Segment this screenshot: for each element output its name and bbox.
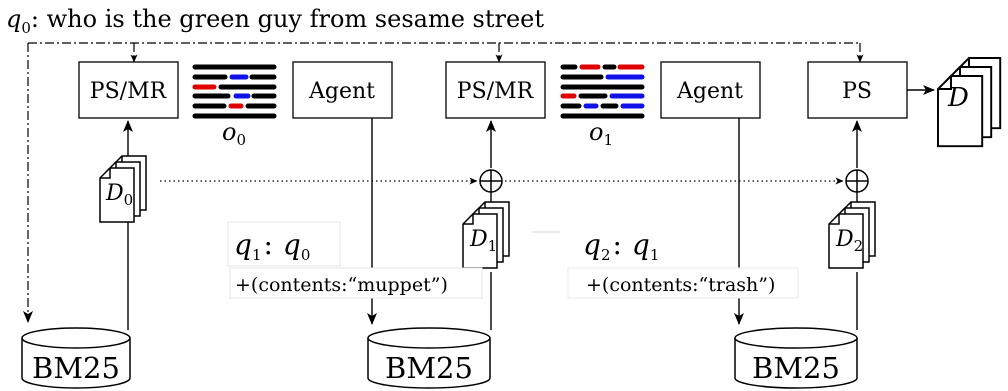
observation-1-sub: 1 — [603, 131, 613, 149]
bm25-retriever-1: BM25 — [367, 327, 491, 389]
psmr-box-1: PS/MR — [445, 61, 546, 119]
reformulation-2-query: q2:q1 — [583, 228, 659, 264]
reformulation-2-rhs-sub: 1 — [650, 246, 660, 264]
agent-label-1: Agent — [676, 79, 743, 104]
reformulation-2-modifier: +(contents:“trash”) — [586, 274, 775, 296]
agent-box-1: Agent — [660, 61, 761, 119]
psmr-label-1: PS/MR — [457, 79, 535, 104]
observation-1-var: o — [589, 118, 603, 146]
reformulation-1-rhs-var: q — [283, 228, 301, 261]
reformulation-2-lhs-var: q — [583, 228, 601, 261]
psmr-label-0: PS/MR — [90, 79, 168, 104]
observation-0-lines-icon — [192, 64, 277, 119]
observation-0-label: o0 — [222, 118, 246, 149]
observation-1-lines-icon — [560, 64, 645, 119]
query-distribution-line — [23, 42, 864, 323]
final-documents-label: D — [947, 83, 969, 113]
agent-box-0: Agent — [292, 61, 393, 119]
documents-2-label: D2 — [835, 227, 863, 255]
reformulation-2: q2:q1 +(contents:“trash”) — [532, 228, 799, 299]
ps-label-final: PS — [842, 79, 872, 104]
query-text: q0: who is the green guy from sesame str… — [6, 5, 544, 37]
psmr-box-0: PS/MR — [78, 61, 179, 119]
observation-0-var: o — [222, 118, 236, 146]
observation-1-label: o1 — [589, 118, 613, 149]
ps-box-final: PS — [807, 61, 908, 119]
query-body: : who is the green guy from sesame stree… — [31, 5, 544, 33]
reformulation-1-lhs-sub: 1 — [252, 246, 262, 264]
query-var-sub: 0 — [21, 19, 31, 37]
bm25-retriever-0: BM25 — [21, 327, 131, 389]
reformulation-2-sep: : — [612, 228, 621, 261]
reformulation-1-lhs-var: q — [234, 228, 252, 261]
documents-0-var: D — [105, 181, 124, 206]
reformulation-2-rhs-var: q — [632, 228, 650, 261]
query-var: q — [6, 5, 21, 33]
reformulation-1-rhs-sub: 0 — [301, 246, 311, 264]
documents-1-sub: 1 — [488, 237, 498, 255]
documents-2-var: D — [835, 227, 854, 252]
documents-2-sub: 2 — [854, 237, 864, 255]
bm25-retriever-2: BM25 — [734, 327, 858, 389]
agent-label-0: Agent — [308, 79, 375, 104]
reformulation-1-sep: : — [263, 228, 272, 261]
documents-0-label: D0 — [105, 181, 133, 209]
documents-0-sub: 0 — [124, 191, 134, 209]
bm25-label-0: BM25 — [32, 351, 120, 385]
bm25-label-1: BM25 — [385, 351, 473, 385]
observation-0-sub: 0 — [236, 131, 246, 149]
reformulation-2-lhs-sub: 2 — [601, 246, 611, 264]
reformulation-1: q1:q0 +(contents:“muppet”) — [227, 221, 483, 299]
documents-1-var: D — [469, 227, 488, 252]
reformulation-1-query: q1:q0 — [234, 228, 310, 264]
final-documents-var: D — [947, 83, 969, 113]
merge-node-2-icon — [845, 169, 869, 193]
documents-1-label: D1 — [469, 227, 497, 255]
bm25-label-2: BM25 — [752, 351, 840, 385]
reformulation-1-modifier: +(contents:“muppet”) — [235, 274, 448, 296]
merge-node-1-icon — [479, 169, 503, 193]
